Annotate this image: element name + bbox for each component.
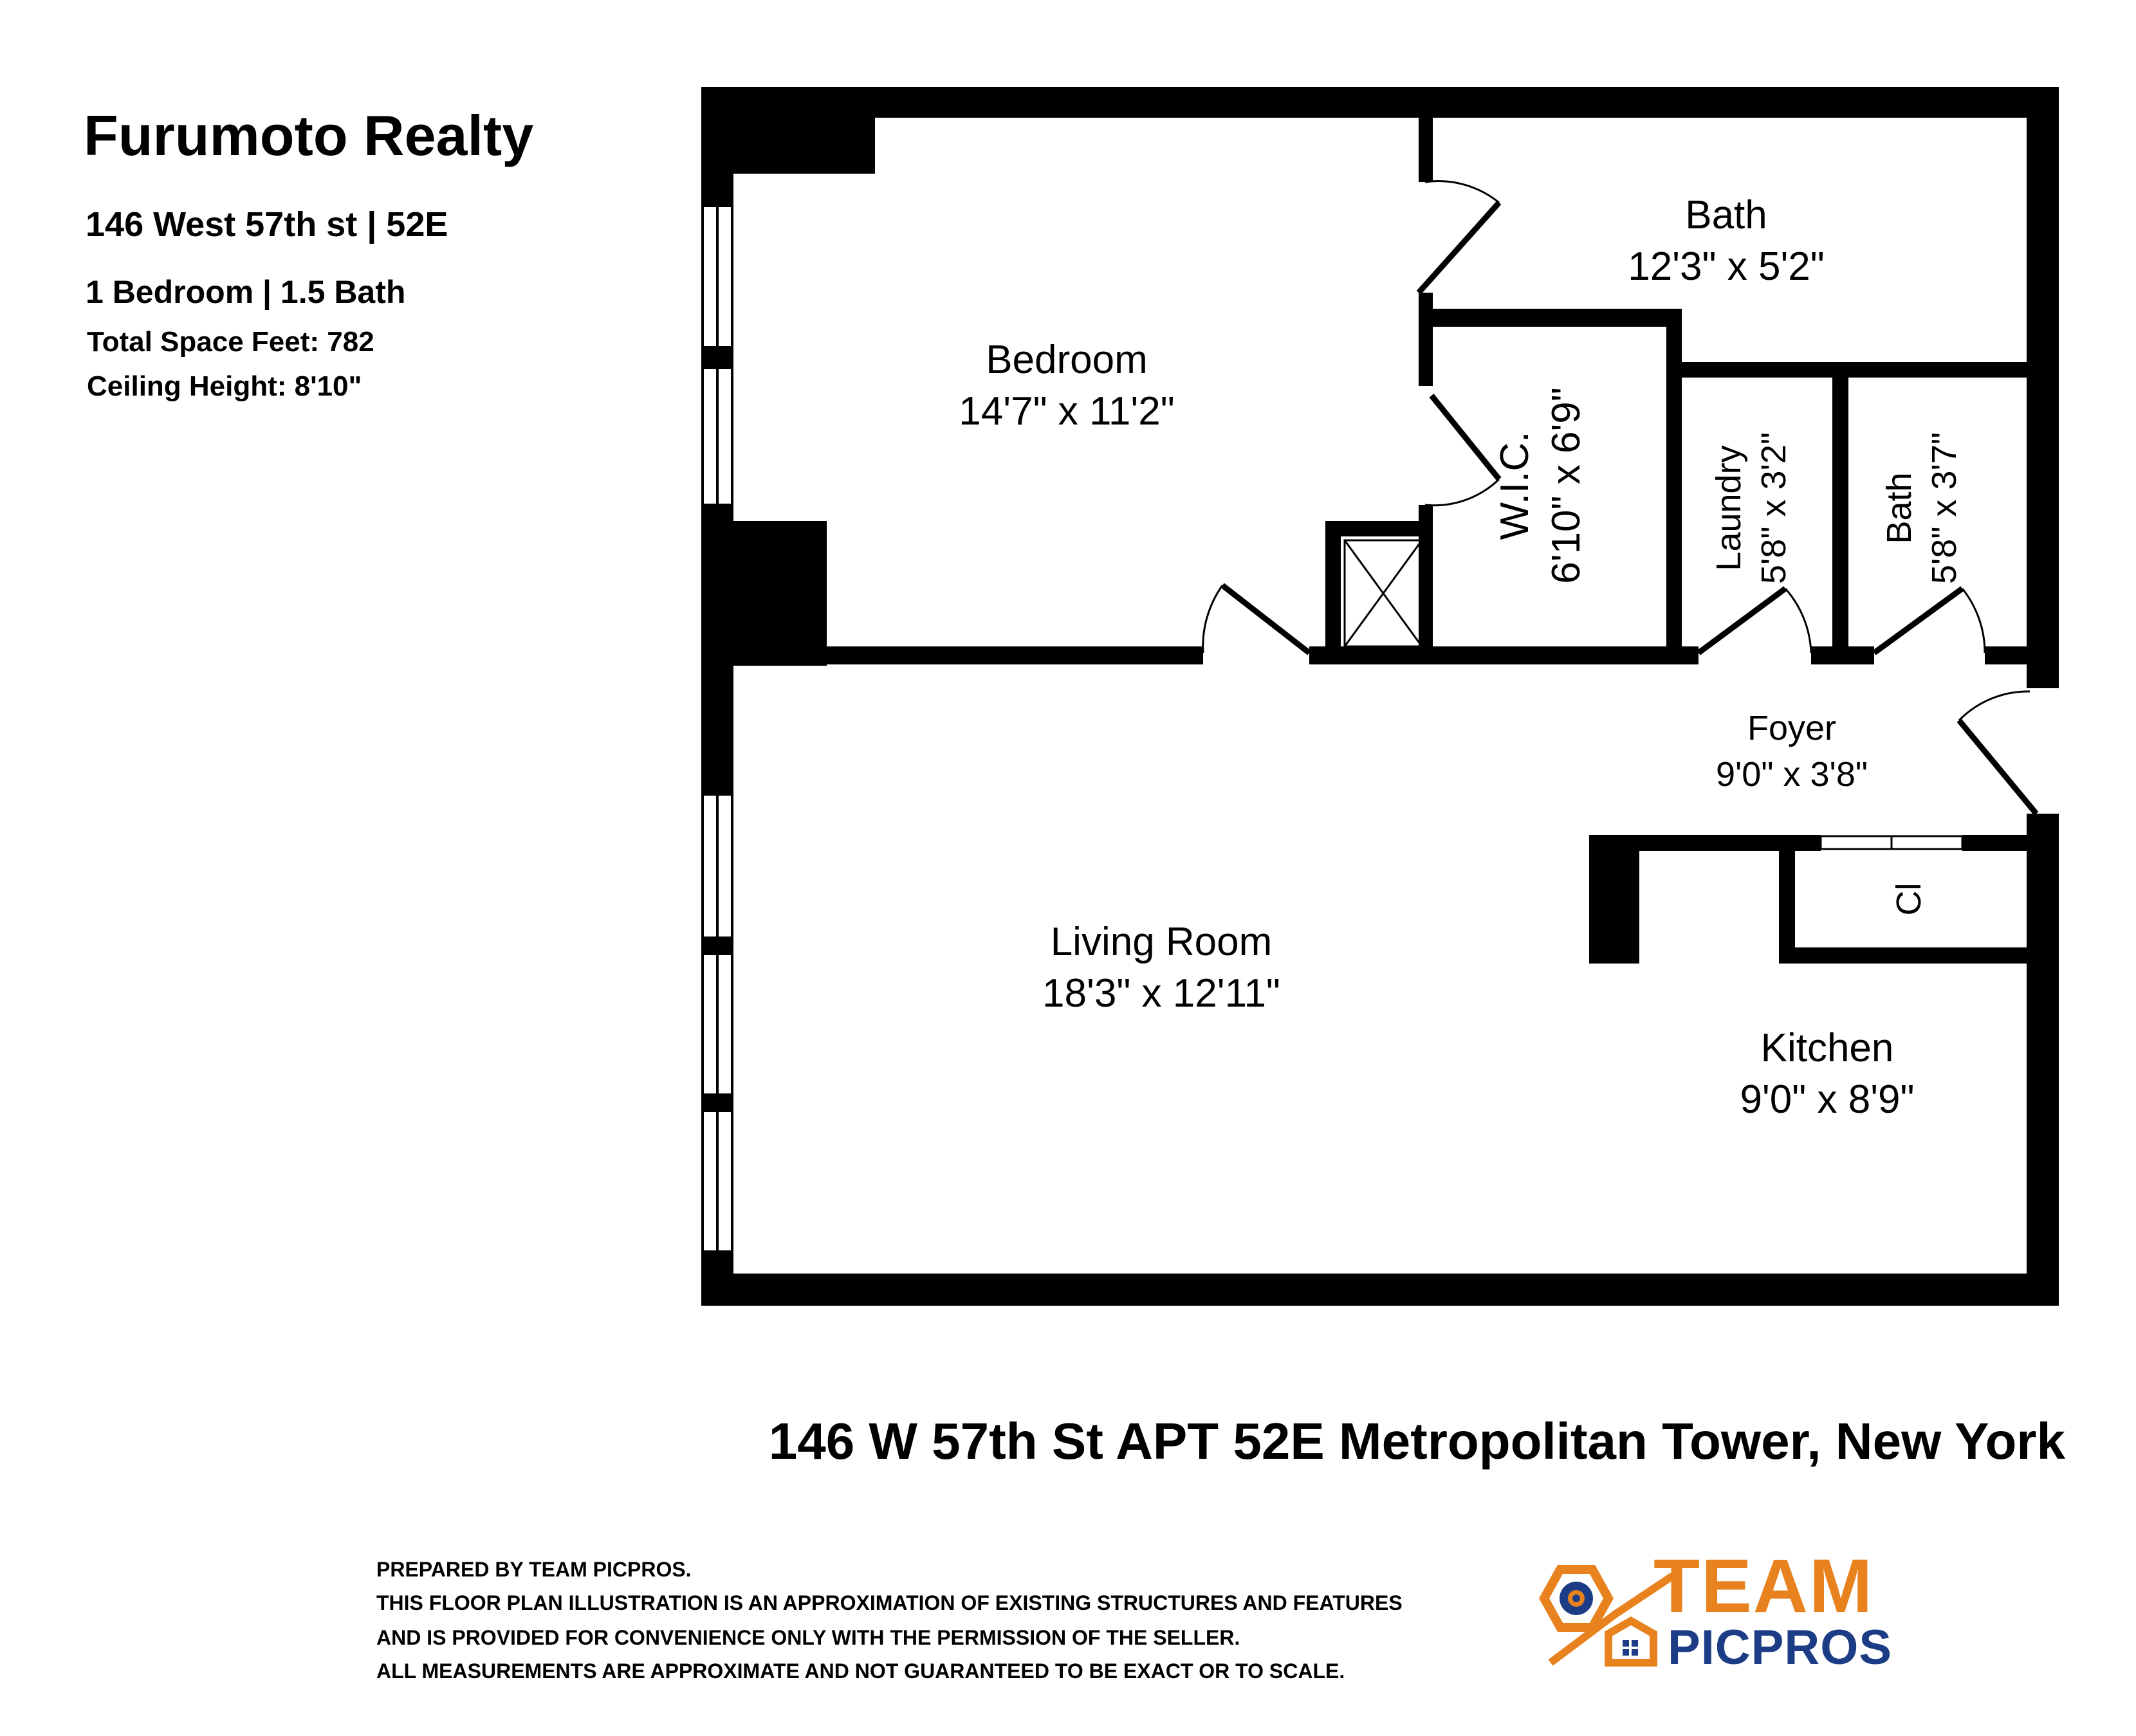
door-bath xyxy=(1416,201,1502,295)
wall-top xyxy=(701,87,2059,118)
room-bath-dims: 12'3" x 5'2" xyxy=(1628,244,1825,289)
disclaimer-line-1: PREPARED BY TEAM PICPROS. xyxy=(376,1558,692,1581)
room-labels: Bedroom 14'7" x 11'2" Bath 12'3" x 5'2" … xyxy=(959,193,1964,1122)
room-kitchen-dims: 9'0" x 8'9" xyxy=(1740,1077,1914,1122)
room-wic-dims: 6'10" x 6'9" xyxy=(1544,387,1588,584)
room-closet-name: Cl xyxy=(1890,883,1928,916)
room-bath-name: Bath xyxy=(1685,193,1767,237)
windows xyxy=(701,205,733,1253)
wall-bed-living-b xyxy=(1309,646,1699,664)
wall-bed-wic-a xyxy=(1419,293,1433,386)
wall-closet-bottom xyxy=(1779,947,2027,964)
wall-right-upper xyxy=(2027,87,2059,688)
room-foyer-dims: 9'0" x 3'8" xyxy=(1716,755,1868,794)
room-bedroom-name: Bedroom xyxy=(986,338,1148,382)
wall-wic-right xyxy=(1666,309,1682,653)
team-picpros-logo: TEAM PICPROS xyxy=(1525,1544,1892,1685)
wall-left-4 xyxy=(701,938,733,954)
logo-word-picpros: PICPROS xyxy=(1668,1620,1893,1675)
room-living-dims: 18'3" x 12'11" xyxy=(1042,971,1280,1016)
wall-laundry-bath xyxy=(1832,362,1848,652)
room-wic-name: W.I.C. xyxy=(1493,432,1537,540)
disclaimer-line-2: THIS FLOOR PLAN ILLUSTRATION IS AN APPRO… xyxy=(376,1591,1403,1614)
door-wic xyxy=(1429,394,1502,481)
wall-shaft-left xyxy=(1325,521,1341,656)
door-laundry xyxy=(1697,586,1787,655)
closet-slider xyxy=(1819,835,1964,850)
agent-name: Furumoto Realty xyxy=(84,104,534,167)
room-laundry-name: Laundry xyxy=(1709,445,1748,571)
wall-closet-left xyxy=(1779,835,1795,964)
door-half-bath xyxy=(1872,586,1964,655)
space-line: Total Space Feet: 782 xyxy=(87,326,374,358)
column-kitchen xyxy=(1589,835,1639,964)
door-entry-swing xyxy=(1958,690,2030,722)
disclaimer-line-3: AND IS PROVIDED FOR CONVENIENCE ONLY WIT… xyxy=(376,1626,1240,1649)
door-bath-swing xyxy=(1424,180,1500,204)
wall-wic-top xyxy=(1419,309,1679,327)
room-laundry-dims: 5'8" x 3'2" xyxy=(1754,432,1793,584)
wall-right-lower xyxy=(2027,814,2059,1306)
door-bedroom-swing xyxy=(1202,585,1224,653)
wall-bath-foyer-seg xyxy=(1985,646,2027,664)
room-bedroom-dims: 14'7" x 11'2" xyxy=(959,389,1174,434)
wall-shaft-top xyxy=(1325,521,1428,536)
shaft xyxy=(1343,539,1423,648)
door-entry xyxy=(1956,718,2039,816)
room-half-bath-name: Bath xyxy=(1880,472,1919,544)
ceiling-line: Ceiling Height: 8'10" xyxy=(87,370,362,402)
door-wic-swing xyxy=(1424,478,1500,507)
door-half-bath-swing xyxy=(1961,588,1986,653)
column-top-left xyxy=(701,87,875,174)
door-laundry-swing xyxy=(1784,588,1812,653)
logo-word-team: TEAM xyxy=(1653,1544,1874,1629)
room-half-bath-dims: 5'8" x 3'7" xyxy=(1925,432,1964,584)
room-foyer-name: Foyer xyxy=(1747,709,1836,747)
walls xyxy=(701,87,2059,1306)
wall-bed-bath-a xyxy=(1419,118,1433,182)
unit-line: 146 West 57th st | 52E xyxy=(86,205,448,244)
disclaimer-line-4: ALL MEASUREMENTS ARE APPROXIMATE AND NOT… xyxy=(376,1659,1345,1683)
camera-house-icon xyxy=(1538,1565,1675,1667)
wall-kitchen-top-r xyxy=(1962,835,2027,851)
wall-bottom xyxy=(701,1274,2059,1306)
wall-left-6 xyxy=(701,1252,733,1306)
column-mid-left xyxy=(701,521,827,666)
doors xyxy=(1202,180,2039,816)
door-bedroom xyxy=(1220,583,1311,655)
wall-left-5 xyxy=(701,1095,733,1111)
room-living-name: Living Room xyxy=(1051,920,1273,964)
layout-line: 1 Bedroom | 1.5 Bath xyxy=(86,274,406,310)
wall-bed-living-a xyxy=(701,646,1203,664)
wall-left-2 xyxy=(701,347,733,368)
room-kitchen-name: Kitchen xyxy=(1761,1026,1894,1070)
address: 146 W 57th St APT 52E Metropolitan Tower… xyxy=(768,1412,2065,1470)
